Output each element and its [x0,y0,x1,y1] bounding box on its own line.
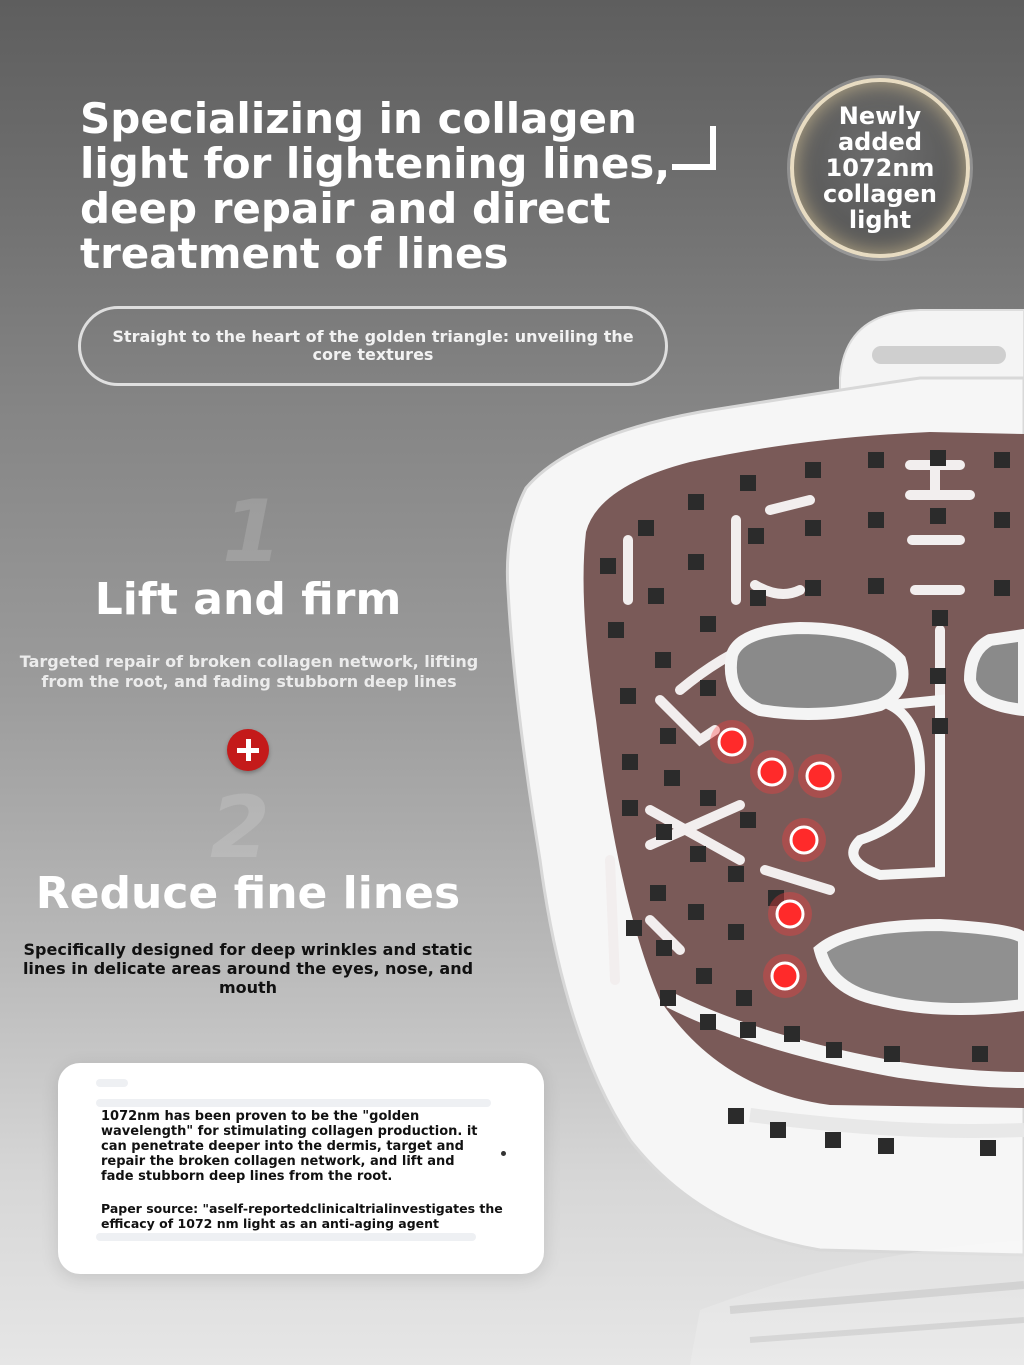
card-faded-line [96,1099,491,1107]
feature-number-1: 1 [222,482,282,582]
card-body-text: 1072nm has been proven to be the "golden… [101,1109,478,1184]
corner-bracket-decoration [672,126,716,170]
feature-title-lift: Lift and firm [94,574,402,625]
feature-description-fine-lines: Specifically designed for deep wrinkles … [22,940,474,997]
new-feature-badge: Newly added 1072nm collagen light [790,78,970,258]
card-dot [501,1151,506,1156]
plus-icon [227,729,269,771]
card-source-text: Paper source: "aself-reportedclinicaltri… [101,1201,503,1231]
subtitle-pill: Straight to the heart of the golden tria… [78,306,668,386]
subtitle-text: Straight to the heart of the golden tria… [112,327,634,364]
feature-number-2: 2 [210,778,270,878]
badge-text: Newly added 1072nm collagen light [823,102,937,234]
headline: Specializing in collagen light for light… [80,94,671,278]
card-faded-line [96,1233,476,1241]
research-card: 1072nm has been proven to be the "golden… [58,1063,544,1274]
feature-title-fine-lines: Reduce fine lines [35,868,461,919]
led-mask-image [505,309,1024,1365]
feature-description-lift: Targeted repair of broken collagen netwo… [19,652,479,691]
card-faded-tag [96,1079,128,1087]
